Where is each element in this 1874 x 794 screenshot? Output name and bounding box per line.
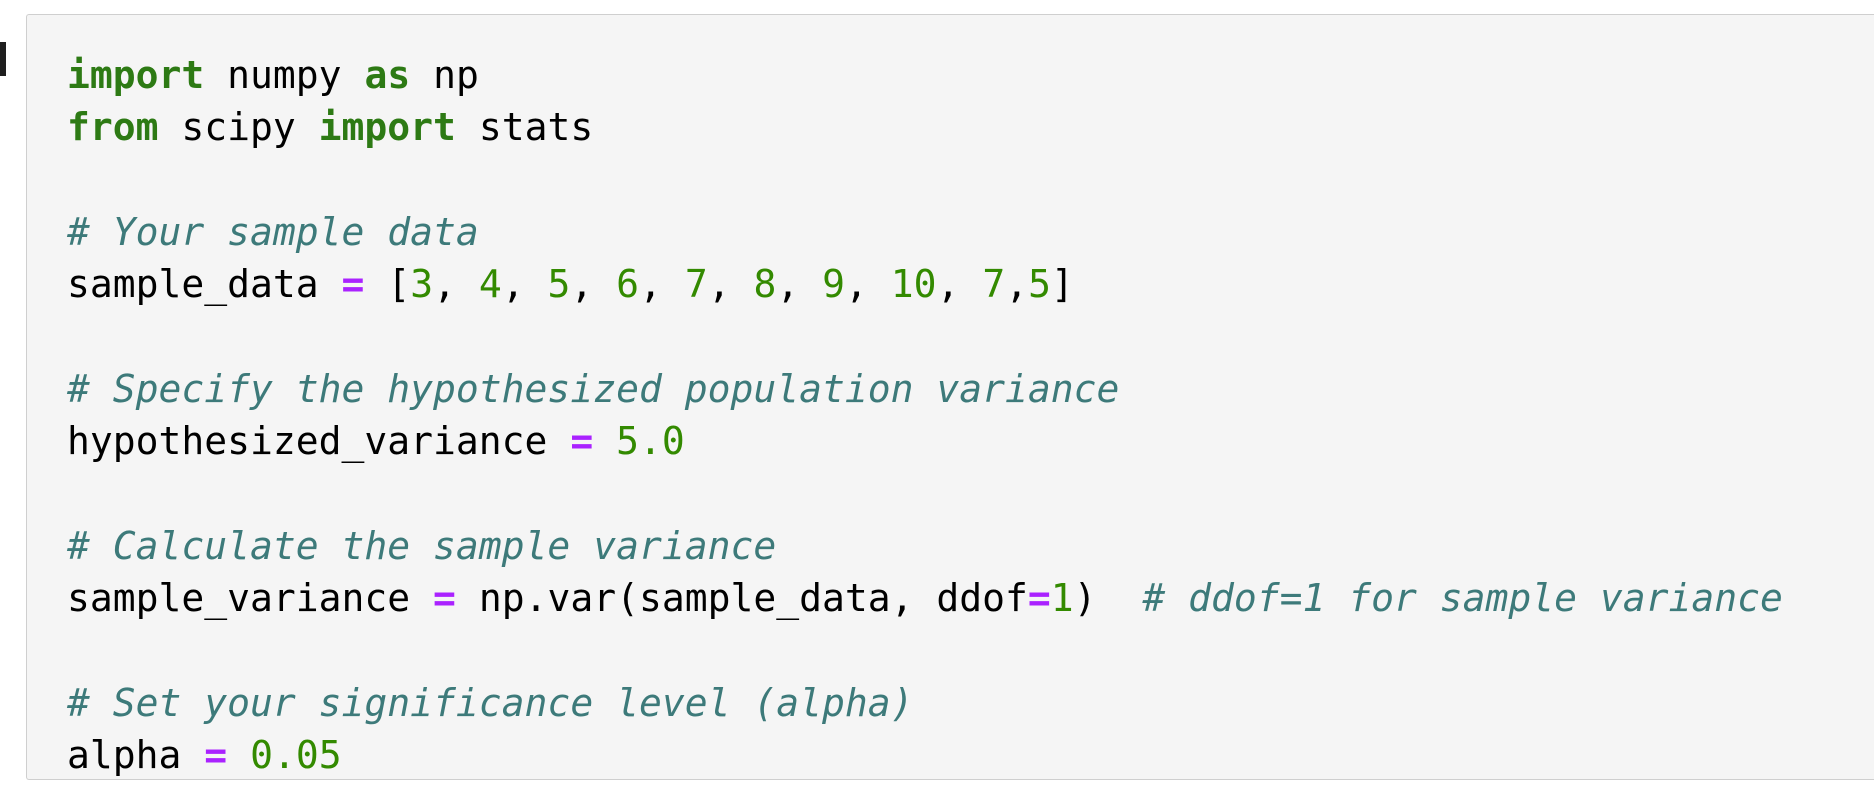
code-text: , xyxy=(936,262,983,307)
comment-token: # Your sample data xyxy=(67,209,479,254)
code-line: hypothesized_variance = 5.0 xyxy=(67,415,1783,467)
code-text: , xyxy=(707,262,754,307)
code-text: [ xyxy=(364,262,411,307)
code-text: numpy xyxy=(204,53,365,97)
keyword-token: from xyxy=(67,105,159,150)
code-line: from scipy import stats xyxy=(67,101,1783,153)
code-line: # Set your significance level (alpha) xyxy=(67,677,1783,729)
code-line: sample_variance = np.var(sample_data, dd… xyxy=(67,572,1783,624)
number-token: 7 xyxy=(982,262,1006,307)
operator-token: = xyxy=(433,575,456,620)
number-token: 6 xyxy=(616,262,640,307)
comment-token: # Specify the hypothesized population va… xyxy=(67,366,1120,411)
number-token: 7 xyxy=(684,262,708,307)
code-line: sample_data = [3, 4, 5, 6, 7, 8, 9, 10, … xyxy=(67,258,1783,310)
code-text: scipy xyxy=(158,105,319,150)
comment-token: # ddof=1 for sample variance xyxy=(1142,575,1783,620)
keyword-token: import xyxy=(67,53,205,97)
code-text: , xyxy=(570,262,617,307)
code-text: , xyxy=(501,262,548,307)
code-text: , xyxy=(845,262,891,307)
code-line xyxy=(67,154,1783,206)
code-text: hypothesized_variance xyxy=(67,419,571,464)
code-text: , xyxy=(433,262,479,307)
code-text: ) xyxy=(1073,575,1143,620)
operator-token: = xyxy=(570,419,594,464)
code-text: sample_data xyxy=(67,262,342,307)
code-text: , xyxy=(776,262,823,307)
number-token: 4 xyxy=(478,262,502,307)
code-text: alpha xyxy=(67,732,205,777)
keyword-token: as xyxy=(364,53,411,97)
code-line xyxy=(67,310,1783,362)
number-token: 10 xyxy=(890,262,937,307)
code-text: stats xyxy=(455,105,594,150)
operator-token: = xyxy=(341,262,365,307)
code-text: np.var(sample_data, ddof xyxy=(455,575,1028,620)
number-token: 1 xyxy=(1050,575,1074,620)
code-line: import numpy as np xyxy=(67,49,1783,101)
code-line xyxy=(67,624,1783,676)
keyword-token: import xyxy=(318,105,456,150)
number-token: 3 xyxy=(410,262,434,307)
code-text: np xyxy=(410,53,479,97)
number-token: 0.05 xyxy=(250,732,342,777)
number-token: 5 xyxy=(1028,262,1051,307)
code-text: , xyxy=(639,262,685,307)
code-line xyxy=(67,467,1783,519)
operator-token: = xyxy=(1027,575,1051,620)
code-line: # Specify the hypothesized population va… xyxy=(67,363,1783,415)
code-text: sample_variance xyxy=(67,575,434,620)
code-line: # Calculate the sample variance xyxy=(67,520,1783,572)
number-token: 5.0 xyxy=(616,419,685,464)
comment-token: # Calculate the sample variance xyxy=(67,523,777,568)
number-token: 5 xyxy=(547,262,571,307)
code-text: , xyxy=(1005,262,1029,307)
comment-token: # Set your significance level (alpha) xyxy=(67,680,914,725)
code-text: ] xyxy=(1051,262,1074,307)
code-line: alpha = 0.05 xyxy=(67,729,1783,781)
code-text xyxy=(593,419,616,463)
number-token: 9 xyxy=(822,262,846,307)
active-cell-marker xyxy=(0,42,6,76)
code-text xyxy=(227,733,250,777)
code-line: # Your sample data xyxy=(67,206,1783,258)
number-token: 8 xyxy=(753,262,777,307)
operator-token: = xyxy=(204,732,228,777)
